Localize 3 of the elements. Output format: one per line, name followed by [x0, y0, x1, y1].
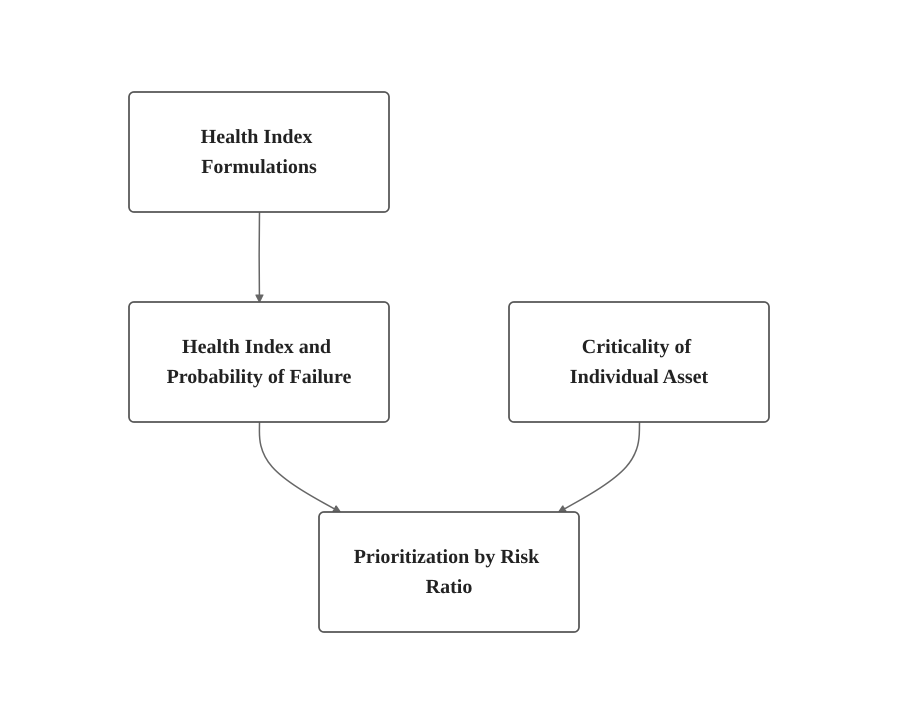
arrow: [255, 212, 264, 303]
arrow: [258, 422, 342, 513]
arrow: [558, 422, 640, 513]
